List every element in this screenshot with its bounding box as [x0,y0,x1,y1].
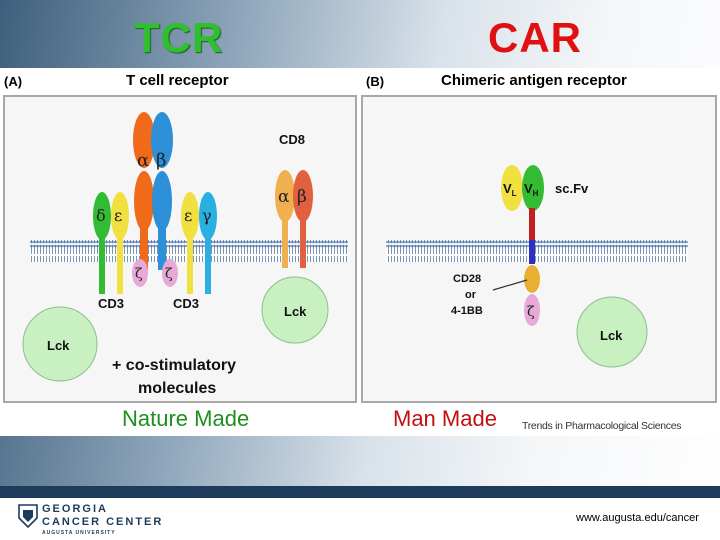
logo-line-cancer-center: CANCER CENTER [42,516,164,528]
cd8-alpha-stalk [282,218,288,268]
cd3-epsilon-left-label: ε [114,206,122,225]
car-41bb-label: 4-1BB [451,305,483,317]
cd3-gamma-label: γ [202,206,212,225]
car-transmembrane [529,240,535,264]
car-vl-label: VL [503,181,517,198]
car-hinge [529,208,535,242]
costim-line2: molecules [138,380,216,397]
car-vh-label: VH [524,181,539,198]
car-vh-domain [522,165,544,211]
cd8-label: CD8 [279,132,305,147]
journal-credit: Trends in Pharmacological Sciences [522,420,682,432]
logo-line-university: AUGUSTA UNIVERSITY [42,530,116,536]
tcr-alpha-stalk [140,228,148,270]
cd3-gamma-stalk [205,236,211,294]
car-zeta-label: ζ [527,304,535,320]
membrane-b [386,240,688,262]
cd3-gamma [199,192,217,240]
car-or-label: or [465,289,477,301]
cd8-beta-stalk [300,218,306,268]
georgia-cancer-center-logo-icon [18,504,38,528]
lck-circle-right [261,276,329,344]
zeta-right-label: ζ [165,266,173,282]
panel-a-label: (A) [4,74,23,89]
panel-b-label: (B) [366,74,385,89]
car-scfv-label: sc.Fv [555,181,589,196]
car-vl-domain [501,165,523,211]
man-made-caption: Man Made [393,406,497,431]
tcr-beta-stalk [158,228,166,270]
car-cd28-label: CD28 [453,273,481,285]
tcr-beta-label: β [156,150,166,171]
footer-bar [0,486,720,540]
tcr-title: TCR [134,14,224,61]
cd3-epsilon-right [181,192,199,240]
cd3-delta-stalk [99,236,105,294]
tcr-alpha-upper [133,112,155,168]
receptor-figure: α β δ ε ε γ ζ ζ α β CD8 CD3 CD3 Lck [0,68,720,436]
car-title: CAR [488,14,582,61]
cd8-alpha [275,170,295,222]
cd8-alpha-label: α [278,187,290,207]
zeta-left-label: ζ [135,266,143,282]
cd3-epsilon-right-label: ε [184,206,192,225]
lck-circle-left [22,306,98,382]
cd8-beta [293,170,313,222]
car-costim-pointer [492,279,528,291]
website-link[interactable]: www.augusta.edu/cancer [576,512,699,524]
nature-made-caption: Nature Made [122,406,250,431]
cd8-beta-label: β [297,187,307,207]
cd3-epsilon-right-stalk [187,236,193,294]
cd3-right-label: CD3 [173,296,199,311]
panel-b-title: Chimeric antigen receptor [441,72,627,89]
tcr-beta-lower [152,171,172,231]
cd3-delta-label: δ [96,206,106,225]
tcr-alpha-lower [134,171,154,231]
car-costim-domain [524,265,540,293]
lck-circle-b [576,296,648,368]
cd3-epsilon-left-stalk [117,236,123,294]
tcr-beta-upper [151,112,173,168]
cd3-left-label: CD3 [98,296,124,311]
panel-a-title: T cell receptor [126,72,229,89]
cd3-epsilon-left [111,192,129,240]
car-zeta-domain [524,294,540,326]
cd3-delta [93,192,111,240]
lck-b-label: Lck [600,328,623,343]
logo-line-georgia: GEORGIA [42,503,108,515]
zeta-chain-left [132,259,148,287]
tcr-alpha-label: α [137,150,149,171]
lck-left-label: Lck [47,338,70,353]
zeta-chain-right [162,259,178,287]
figure-svg: α β δ ε ε γ ζ ζ α β CD8 CD3 CD3 Lck [3,95,717,403]
costim-line1: + co-stimulatory [112,357,236,374]
lck-right-label: Lck [284,304,307,319]
